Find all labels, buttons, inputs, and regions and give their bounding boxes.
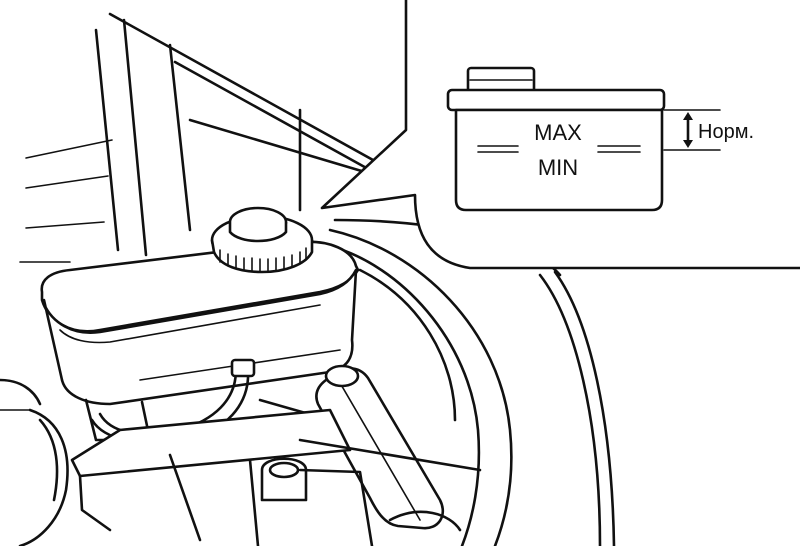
filler-cap xyxy=(210,206,314,274)
norm-label: Норм. xyxy=(698,121,754,143)
inset-reservoir: MAX MIN Норм. xyxy=(446,66,754,212)
min-label: MIN xyxy=(538,155,578,180)
engine-lower-left xyxy=(0,378,69,546)
brake-hose xyxy=(315,364,445,530)
max-label: MAX xyxy=(534,120,582,145)
master-cylinder xyxy=(70,398,482,546)
firewall-panel xyxy=(19,12,402,263)
brake-fluid-reservoir xyxy=(40,240,360,442)
